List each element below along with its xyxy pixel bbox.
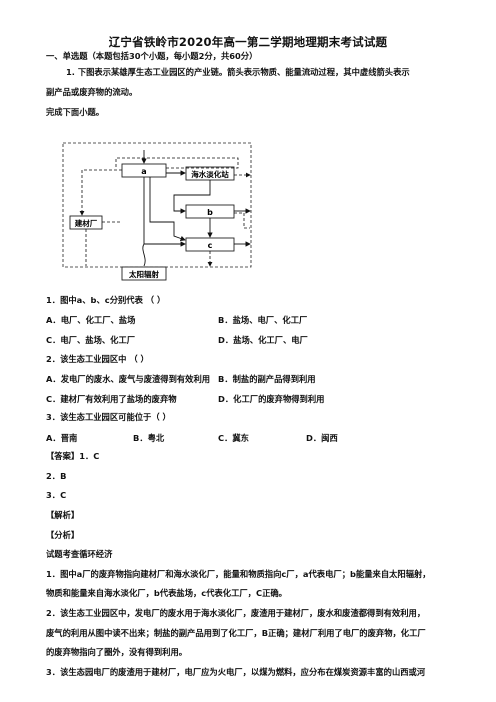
question-intro-line-2: 副产品或废弃物的流动。 <box>46 87 138 97</box>
label-c: c <box>208 241 213 250</box>
q2-option-c: C．建材厂有效利用了盐场的废弃物 <box>46 394 177 404</box>
label-b: b <box>207 208 213 217</box>
answer-heading: 【答案】1．C <box>46 451 100 461</box>
q2-option-a: A．发电厂的废水、废气与废渣得到有效利用 <box>46 374 211 384</box>
explanation-1-line-1: 1．图中a厂的废弃物指向建材厂和海水淡化厂，能量和物质指向c厂，a代表电厂；b能… <box>46 569 431 579</box>
explanation-1-line-2: 物质和能量来自海水淡化厂，b代表盐场，c代表化工厂，C正确。 <box>46 588 287 598</box>
breakdown-heading: 【分析】 <box>46 530 80 540</box>
page-title: 辽宁省铁岭市2020年高一第二学期地理期末考试试题 <box>108 35 388 49</box>
label-sea-water: 海水淡化站 <box>191 169 229 179</box>
answer-2: 2．B <box>46 471 67 481</box>
q3-option-b: B．粤北 <box>133 433 165 443</box>
question-1: 1．图中a、b、c分别代表 （ ） <box>46 295 166 305</box>
question-3: 3．该生态工业园区可能位于（ ） <box>46 412 171 422</box>
explanation-3-line-1: 3．该生态园电厂的废渣用于建材厂，电厂应为火电厂，以煤为燃料，应分布在煤炭资源丰… <box>46 667 426 677</box>
q2-option-b: B．制盐的副产品得到利用 <box>218 374 316 384</box>
label-a: a <box>141 167 146 176</box>
question-2: 2．该生态工业园区中 （ ） <box>46 354 149 364</box>
label-building-material: 建材厂 <box>74 218 98 228</box>
q1-option-c: C．电厂、盐场、化工厂 <box>46 335 136 345</box>
explanation-2-line-1: 2．该生态工业园区中，发电厂的废水用于海水淡化厂，废渣用于建材厂，废水和废渣都得… <box>46 608 426 618</box>
box-solar-radiation <box>121 266 167 281</box>
q1-option-d: D．盐场、化工厂、电厂 <box>218 335 308 345</box>
answer-3: 3．C <box>46 490 67 500</box>
q1-option-a: A．电厂、化工厂、盐场 <box>46 315 136 325</box>
section-heading: 一、单选题（本题包括30个小题，每小题2分，共60分） <box>46 51 258 61</box>
question-intro-line-3: 完成下面小题。 <box>46 107 105 117</box>
q2-option-d: D．化工厂的废弃物得到利用 <box>218 394 325 404</box>
exam-point: 试题考查循环经济 <box>46 549 113 559</box>
label-solar-radiation: 太阳辐射 <box>129 269 159 279</box>
q3-option-c: C．冀东 <box>218 433 249 443</box>
q3-option-d: D．闽西 <box>306 433 338 443</box>
analysis-heading: 【解析】 <box>46 510 80 520</box>
question-intro-line-1: 1. 下图表示某雄厚生态工业园区的产业链。箭头表示物质、能量流动过程，其中虚线箭… <box>66 67 410 77</box>
q1-option-b: B．盐场、电厂、化工厂 <box>218 315 308 325</box>
explanation-2-line-3: 的废弃物指向了圈外，没有得到利用。 <box>46 647 188 657</box>
explanation-2-line-2: 废气的利用从图中读不出来；制盐的副产品用到了化工厂，B正确；建材厂利用了电厂的废… <box>46 628 426 638</box>
q3-option-a: A．晋南 <box>46 433 78 443</box>
